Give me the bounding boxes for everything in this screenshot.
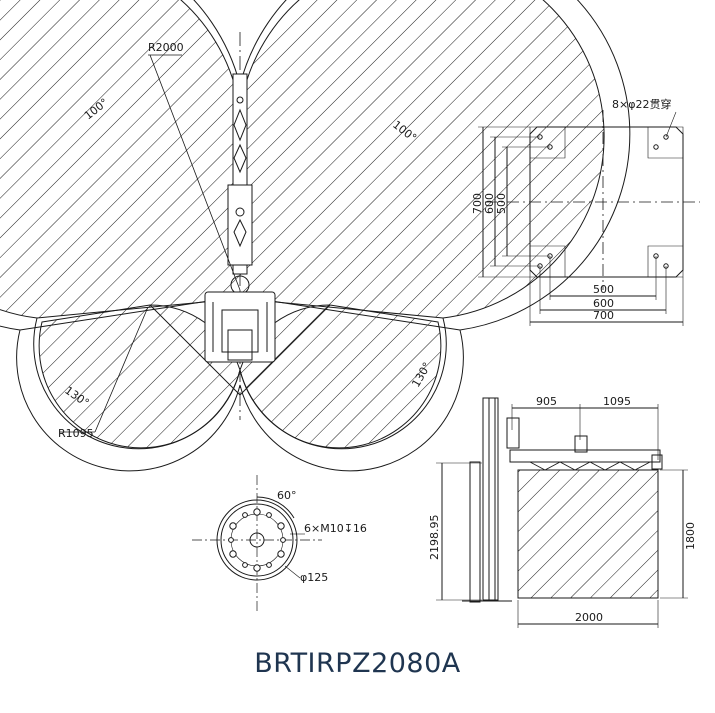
radius-outer-label: R2000 xyxy=(148,41,184,54)
side-reach-inner-label: 905 xyxy=(536,395,557,408)
flange-view xyxy=(192,475,322,612)
side-view xyxy=(436,397,688,628)
side-stack-width-label: 2000 xyxy=(575,611,603,624)
robot-arm-top xyxy=(204,73,276,363)
base-dim-600-horizontal: 600 xyxy=(593,297,614,310)
side-stack-height-label: 1800 xyxy=(684,522,697,550)
base-holes-label: 8×φ22贯穿 xyxy=(612,97,671,111)
radius-inner-label: R1095 xyxy=(58,427,94,440)
flange-angle-label: 60° xyxy=(277,489,297,502)
base-dim-500-horizontal: 500 xyxy=(593,283,614,296)
side-reach-outer-label: 1095 xyxy=(603,395,631,408)
workspace-hatched-region xyxy=(0,0,605,319)
base-dim-500-vertical: 500 xyxy=(495,193,508,214)
pallet-stack xyxy=(517,469,659,599)
mount-hole xyxy=(653,144,659,150)
flange-thread-label: 6×M10↧16 xyxy=(304,522,367,535)
base-dim-700-vertical: 700 xyxy=(471,193,484,214)
flange-bolt-holes xyxy=(228,508,286,572)
base-plate-view xyxy=(478,110,700,326)
base-dim-700-horizontal: 700 xyxy=(593,309,614,322)
workspace-top-view xyxy=(0,0,631,472)
flange-diameter-label: φ125 xyxy=(300,571,328,584)
robot-arm-side xyxy=(509,449,661,463)
model-title: BRTIRPZ2080A xyxy=(254,648,461,679)
workspace-outer-boundary xyxy=(0,0,631,472)
side-height-total-label: 2198.95 xyxy=(428,515,441,561)
base-dim-600-vertical: 600 xyxy=(483,193,496,214)
mount-hole xyxy=(663,134,669,140)
